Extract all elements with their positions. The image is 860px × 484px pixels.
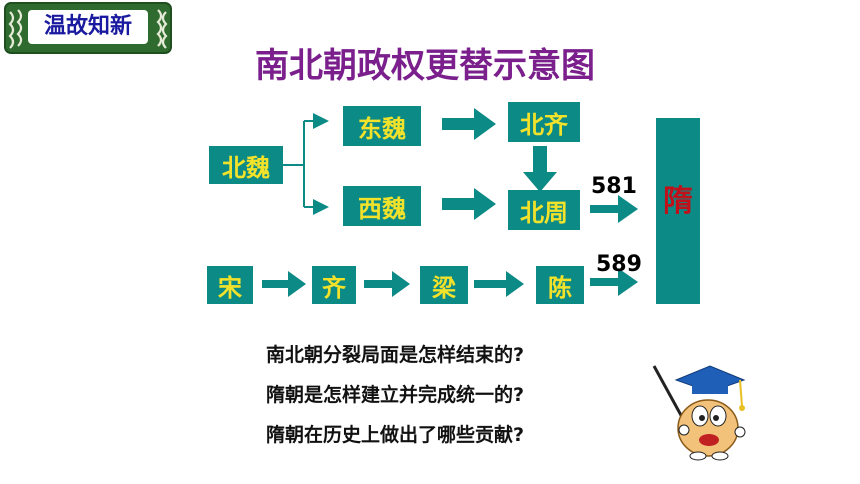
diagram-title: 南北朝政权更替示意图 [255,46,595,86]
box-song: 宋 [207,266,253,304]
arrow-song-qi [262,271,306,297]
arrow-xiwei-beizhou [442,188,496,220]
arrow-dongwei-beiqi [442,108,496,140]
box-xiwei: 西魏 [343,186,421,226]
arrow-liang-chen [474,271,524,297]
arrow-beizhou-sui [590,195,638,223]
box-liang: 梁 [420,266,468,304]
question-3: 隋朝在历史上做出了哪些贡献? [266,424,525,446]
section-badge: 温故知新 [4,2,172,54]
box-chen: 陈 [536,266,584,304]
box-sui: 隋 [656,118,700,304]
year-581: 581 [591,174,637,199]
graduation-cap-teacher-mascot-icon [652,365,746,461]
arrow-chen-sui [590,268,638,296]
box-beiqi: 北齐 [508,102,580,142]
arrow-beiqi-beizhou [523,146,557,192]
box-dongwei: 东魏 [343,106,421,146]
sui-label: 隋 [663,184,693,219]
year-589: 589 [596,252,642,277]
question-2: 隋朝是怎样建立并完成统一的? [266,384,525,406]
box-beizhou: 北周 [508,190,580,230]
split-bracket [283,113,329,215]
box-beiwei: 北魏 [209,146,283,184]
box-qi: 齐 [312,266,356,304]
question-1: 南北朝分裂局面是怎样结束的? [266,344,525,366]
badge-label: 温故知新 [28,10,148,44]
arrow-qi-liang [364,271,410,297]
